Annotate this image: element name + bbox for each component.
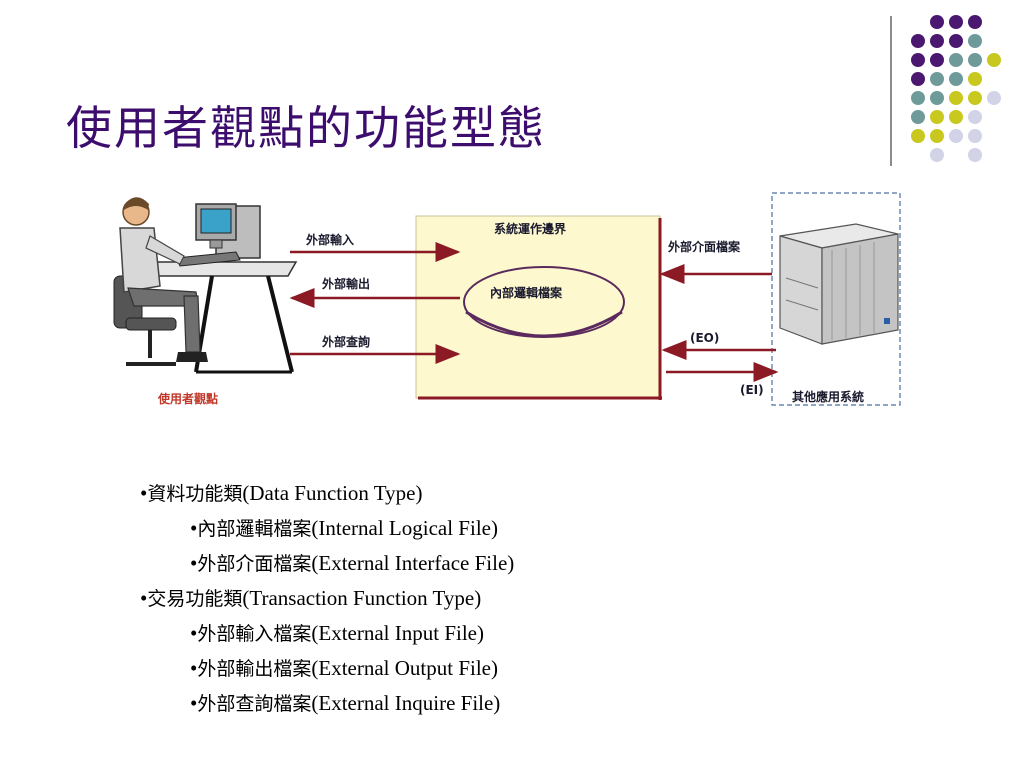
list-item: •資料功能類(Data Function Type) [140,481,423,505]
decorative-dot [911,91,925,105]
decorative-dot [987,53,1001,67]
decorative-dot [930,129,944,143]
decorative-dot [949,129,963,143]
user-at-computer-illustration [113,197,298,374]
function-type-list: •資料功能類(Data Function Type) •內部邏輯檔案(Inter… [140,476,514,721]
decorative-dot [968,72,982,86]
decorative-dot-grid [911,15,1001,162]
decorative-dot [968,53,982,67]
function-type-diagram: 使用者觀點 系統運作邊界 內部邏輯檔案 外部輸入 外部輸出 外部查詢 外部介面檔… [113,192,901,406]
decorative-dot [930,110,944,124]
decorative-dot [911,34,925,48]
list-item: •外部輸出檔案(External Output File) [190,656,498,680]
decorative-dot [968,148,982,162]
decorative-dot [968,91,982,105]
internal-logical-file-ellipse [463,266,625,338]
decorative-dot [930,91,944,105]
decorative-dot [930,53,944,67]
decorative-dot [949,53,963,67]
decorative-dot [930,34,944,48]
decorative-dot [949,91,963,105]
decorative-dot [930,15,944,29]
decorative-dot [911,72,925,86]
decorative-dot [911,53,925,67]
decorative-dot [911,110,925,124]
decorative-dot [968,129,982,143]
external-output-label: 外部輸出 [322,276,370,291]
eo-label: (EO) [690,331,719,345]
external-interface-file-label: 外部介面檔案 [668,239,741,254]
list-item: •外部查詢檔案(External Inquire File) [190,691,501,715]
decorative-dot [930,72,944,86]
decorative-dot [949,72,963,86]
user-view-label: 使用者觀點 [157,391,218,406]
decorative-dot [949,110,963,124]
title-divider-line [890,16,892,166]
decorative-dot [968,15,982,29]
decorative-dot [968,34,982,48]
decorative-dot [911,129,925,143]
system-boundary-label: 系統運作邊界 [494,221,566,236]
decorative-dot [930,148,944,162]
list-item: •外部介面檔案(External Interface File) [190,551,515,575]
list-item: •交易功能類(Transaction Function Type) [140,586,482,610]
list-item: •內部邏輯檔案(Internal Logical File) [190,516,498,540]
page-title: 使用者觀點的功能型態 [66,101,546,155]
server-cabinet-illustration [779,223,899,345]
external-inquiry-label: 外部查詢 [322,334,370,349]
decorative-dot [987,91,1001,105]
list-item: •外部輸入檔案(External Input File) [190,621,484,645]
external-input-label: 外部輸入 [306,232,354,247]
ei-label: (EI) [740,383,764,397]
internal-logical-file-label: 內部邏輯檔案 [490,285,563,300]
other-system-label: 其他應用系統 [792,389,864,404]
decorative-dot [949,34,963,48]
other-system-dashed-box [771,192,901,406]
decorative-dot [968,110,982,124]
decorative-dot [949,15,963,29]
